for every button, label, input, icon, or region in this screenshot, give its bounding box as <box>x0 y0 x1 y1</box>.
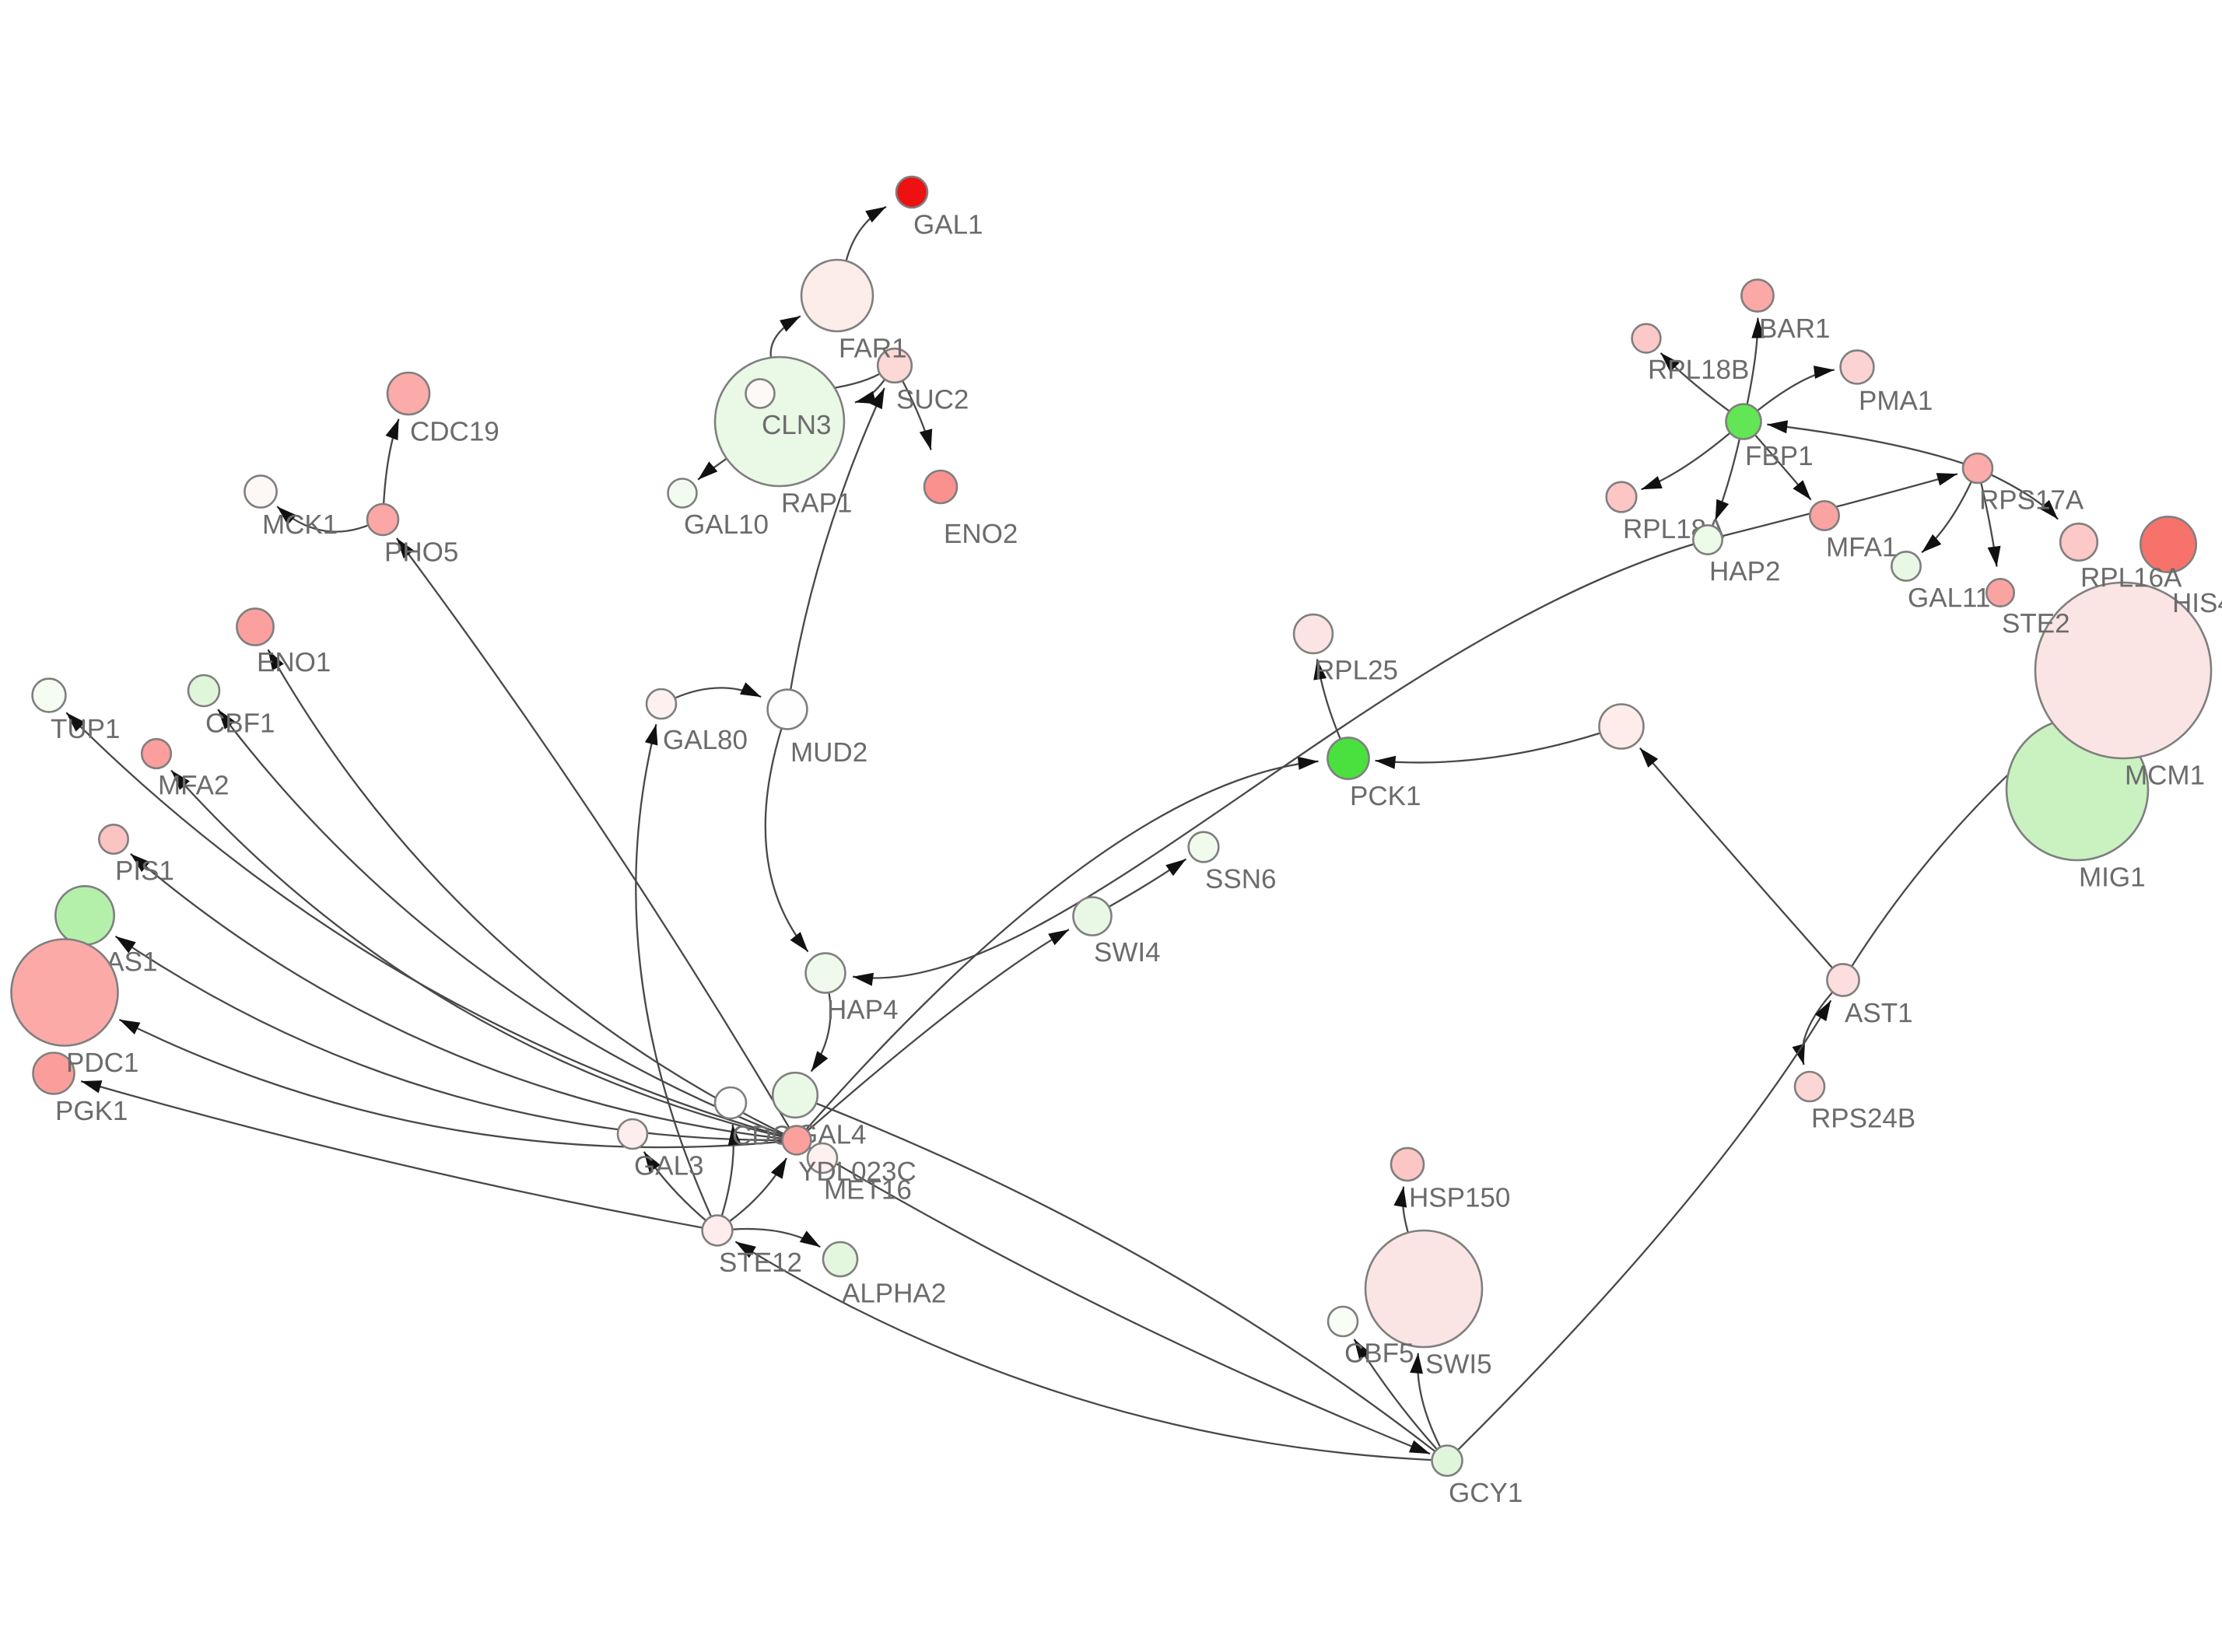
svg-text:SWI5: SWI5 <box>1425 1349 1492 1380</box>
svg-text:GAL11: GAL11 <box>1908 583 1990 613</box>
svg-text:ENO2: ENO2 <box>944 519 1018 549</box>
svg-text:PIS1: PIS1 <box>115 856 174 886</box>
svg-text:ENO1: ENO1 <box>257 647 331 677</box>
svg-text:MUD2: MUD2 <box>790 737 867 768</box>
svg-text:RPS24B: RPS24B <box>1811 1104 1915 1134</box>
svg-text:CDC19: CDC19 <box>410 417 499 447</box>
svg-text:CLN3: CLN3 <box>762 410 832 440</box>
svg-text:BAR1: BAR1 <box>1759 313 1830 344</box>
svg-text:RPL18B: RPL18B <box>1648 355 1749 385</box>
svg-text:CBF1: CBF1 <box>205 709 275 739</box>
svg-text:PDC1: PDC1 <box>66 1048 138 1078</box>
svg-text:RAP1: RAP1 <box>781 488 852 519</box>
svg-text:AST1: AST1 <box>1845 998 1913 1028</box>
svg-text:ALPHA2: ALPHA2 <box>842 1279 946 1309</box>
svg-text:CBF5: CBF5 <box>1344 1339 1414 1369</box>
svg-text:RPL25: RPL25 <box>1315 655 1398 685</box>
svg-text:MIG1: MIG1 <box>2079 863 2146 893</box>
svg-text:MET16: MET16 <box>824 1175 912 1206</box>
svg-text:GAL10: GAL10 <box>684 509 769 540</box>
svg-text:MFA2: MFA2 <box>158 770 229 800</box>
svg-text:TUP1: TUP1 <box>51 714 120 744</box>
svg-text:MFA1: MFA1 <box>1826 532 1897 562</box>
svg-text:GAL80: GAL80 <box>663 725 748 755</box>
svg-text:HAP4: HAP4 <box>827 995 898 1025</box>
svg-text:GAL1: GAL1 <box>913 210 983 240</box>
svg-text:GCY1: GCY1 <box>1449 1478 1523 1508</box>
svg-text:GAL3: GAL3 <box>634 1151 704 1181</box>
svg-text:MCK1: MCK1 <box>262 509 338 540</box>
svg-text:PHO5: PHO5 <box>384 537 458 568</box>
svg-text:SWI4: SWI4 <box>1094 937 1161 968</box>
svg-text:STE12: STE12 <box>719 1248 802 1278</box>
svg-text:SSN6: SSN6 <box>1205 864 1276 894</box>
svg-text:PGK1: PGK1 <box>55 1096 128 1126</box>
svg-text:HSP150: HSP150 <box>1409 1183 1510 1213</box>
svg-text:STE2: STE2 <box>2002 608 2070 639</box>
svg-text:FAR1: FAR1 <box>839 334 907 364</box>
svg-text:SUC2: SUC2 <box>896 384 969 415</box>
svg-text:HIS4: HIS4 <box>2172 588 2222 618</box>
svg-text:RPS17A: RPS17A <box>1979 485 2084 516</box>
svg-text:FBP1: FBP1 <box>1745 441 1814 471</box>
svg-text:YDL023C: YDL023C <box>798 1157 916 1187</box>
svg-text:HAP2: HAP2 <box>1709 556 1780 586</box>
svg-text:RPL16A: RPL16A <box>2080 562 2182 593</box>
svg-text:MCM1: MCM1 <box>2125 761 2205 791</box>
svg-text:PMA1: PMA1 <box>1859 386 1933 416</box>
svg-text:PCK1: PCK1 <box>1350 781 1421 811</box>
